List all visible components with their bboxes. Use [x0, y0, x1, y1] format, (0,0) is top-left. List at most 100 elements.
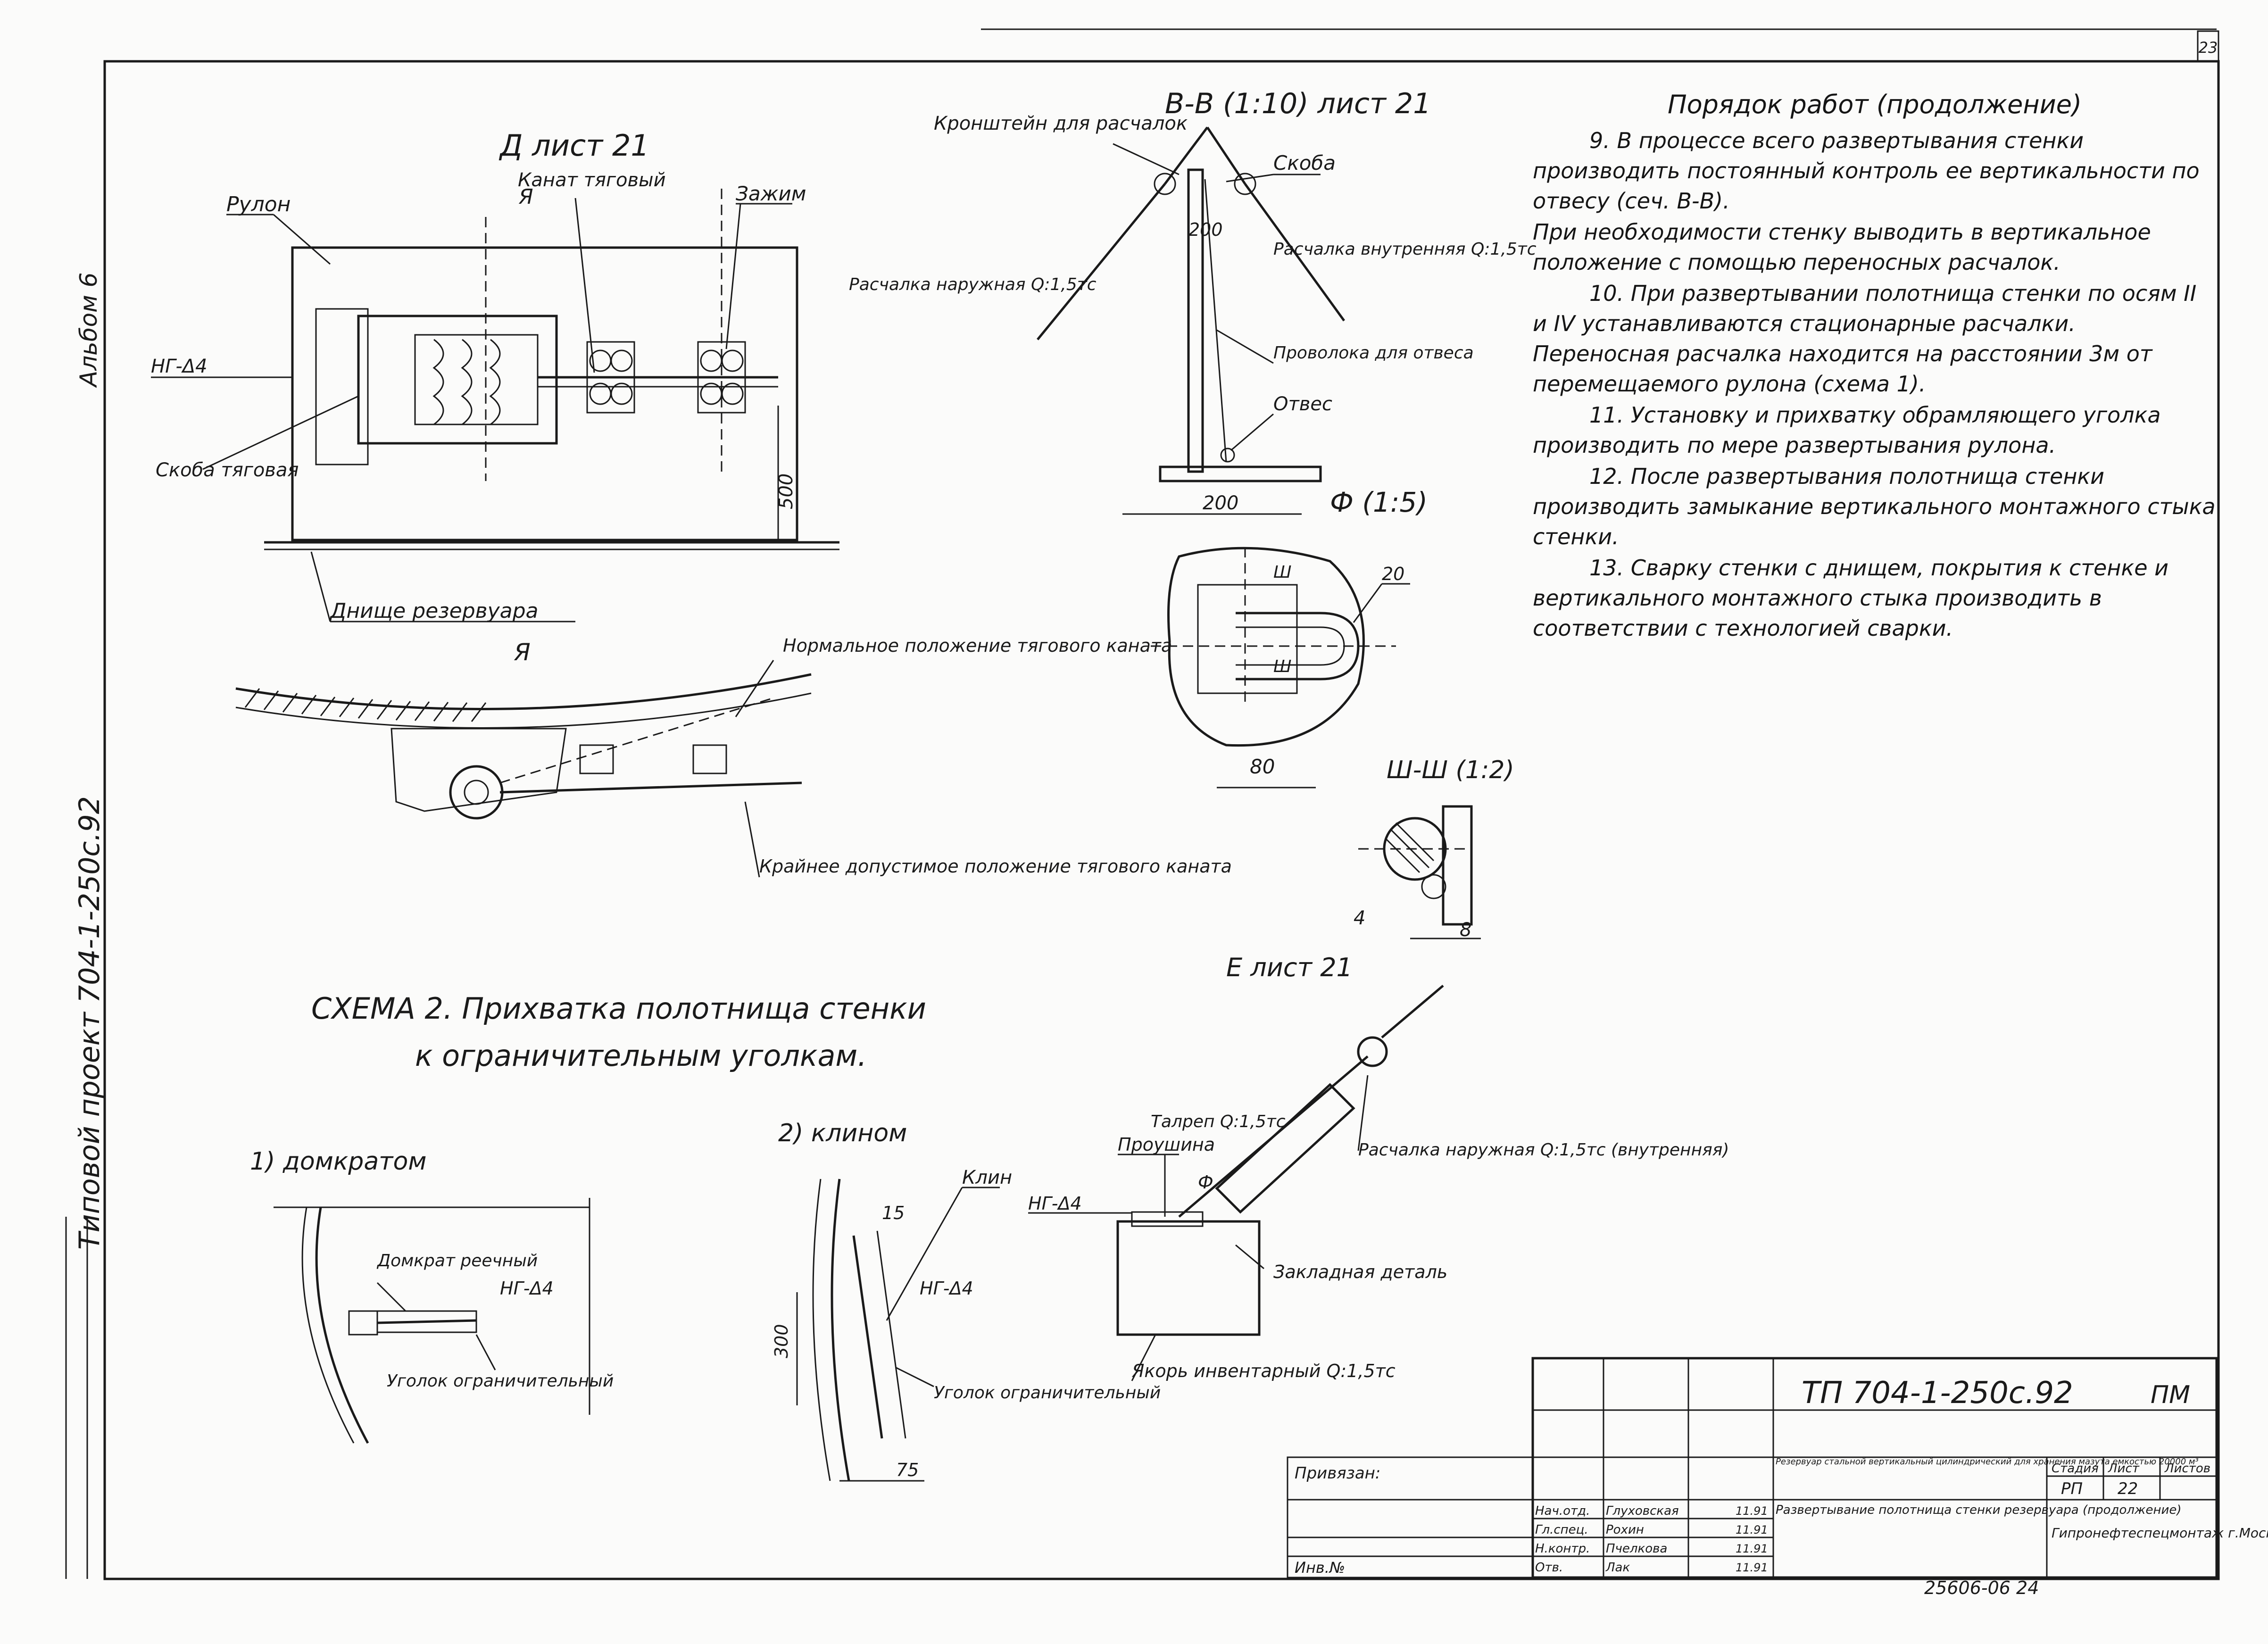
view-d-title: Д лист 21 [498, 128, 649, 163]
mark-ya: Я [518, 185, 533, 209]
scheme2-sub1: 1) домкратом [250, 1147, 427, 1176]
rope-normal [499, 781, 802, 794]
role-1: Нач.отд. [1535, 1504, 1590, 1518]
rope-sheave [449, 765, 504, 820]
label-angle-2: Уголок ограничительный [934, 1383, 1161, 1403]
label-rope: Канат тяговый [518, 169, 666, 191]
album-label: Альбом 6 [75, 273, 102, 388]
label-embed: Закладная деталь [1273, 1262, 1447, 1282]
label-wire: Проволока для отвеса [1273, 343, 1474, 363]
note-12: 12. После развертывания полотнища стенки… [1533, 464, 2216, 549]
label-guy-inner: Расчалка внутренняя Q:1,5тс [1273, 240, 1537, 259]
label-lug: Проушина [1118, 1134, 1215, 1155]
guy-inner [1244, 183, 1346, 322]
dim-500: 500 [775, 473, 797, 509]
clamp-left [586, 341, 635, 414]
mark-sh-mid: Ш [1273, 657, 1292, 676]
date-3: 11.91 [1736, 1542, 1768, 1555]
view-e: Е лист 21 Талреп Q:1,5тс Проушина Ф НГ-Δ… [1028, 953, 1729, 1381]
stamp-sheet-h: Лист [2108, 1461, 2140, 1476]
weld-mark-s2: НГ-Δ4 [920, 1278, 973, 1299]
dim-80: 80 [1250, 755, 1275, 778]
view-d: Д лист 21 500 Рулон Канат тяговый Зажим … [151, 128, 839, 623]
label-angle-1: Уголок ограничительный [387, 1371, 614, 1391]
page-number-box [2197, 30, 2219, 62]
stamp-mark: ПМ [2151, 1381, 2190, 1409]
work-procedure-notes: Порядок работ (продолжение) 9. В процесс… [1533, 90, 2217, 644]
label-jack: Домкрат реечный [376, 1251, 538, 1270]
embedded-part [1116, 1220, 1261, 1336]
stamp-desc: Резервуар стальной вертикальный цилиндри… [1776, 1457, 2199, 1467]
label-bb-bracket: Кронштейн для расчалок [934, 113, 1188, 134]
traction-bracket [357, 315, 558, 445]
label-guy-e: Расчалка наружная Q:1,5тс (внутренняя) [1358, 1140, 1729, 1160]
mark-f: Ф [1198, 1172, 1213, 1193]
dim-300: 300 [771, 1324, 792, 1358]
jack-rod [377, 1319, 477, 1324]
bracket-body [390, 728, 567, 812]
dim-4: 4 [1354, 907, 1365, 929]
roll-arc-outer [235, 673, 812, 710]
weld-mark-e: НГ-Δ4 [1028, 1193, 1082, 1214]
label-clip: Скоба [1273, 151, 1336, 174]
note-13: 13. Сварку стенки с днищем, покрытия к с… [1533, 555, 2169, 641]
plumb-wire [1204, 179, 1227, 463]
name-4: Лак [1605, 1561, 1630, 1575]
detail-f-title: Ф (1:5) [1330, 486, 1428, 518]
wedge [852, 1235, 883, 1439]
jack-body [376, 1310, 477, 1333]
detail-f-outline [1167, 547, 1365, 747]
view-e-title: Е лист 21 [1226, 953, 1353, 982]
note-9: 9. В процессе всего развертывания стенки… [1533, 128, 2200, 214]
note-9-cont: При необходимости стенку выводить в верт… [1533, 219, 2151, 275]
wall-arc-2 [831, 1179, 850, 1481]
mark-sh-top: Ш [1273, 563, 1292, 582]
stamp-inv: Инв.№ [1295, 1559, 1345, 1577]
scheme2-sub2: 2) клином [778, 1119, 907, 1147]
label-anchor: Якорь инвентарный Q:1,5тс [1131, 1361, 1396, 1381]
date-4: 11.91 [1736, 1561, 1768, 1574]
dim-75: 75 [896, 1460, 919, 1480]
name-3: Пчелкова [1606, 1542, 1667, 1556]
view-ya: Я Нормальное положение тягового каната К… [235, 635, 1232, 878]
date-2: 11.91 [1736, 1523, 1768, 1536]
guy-line [1381, 985, 1444, 1038]
role-3: Н.контр. [1535, 1542, 1590, 1556]
label-bracket: Скоба тяговая [156, 459, 299, 481]
name-2: Рохин [1606, 1523, 1644, 1537]
stamp-org: Гипронефтеспецмонтаж г.Москва [2052, 1525, 2268, 1541]
notes-heading: Порядок работ (продолжение) [1667, 90, 2082, 119]
page-number: 23 [2199, 39, 2218, 57]
label-tackle: Талреп Q:1,5тс [1151, 1112, 1286, 1131]
label-normal-position: Нормальное положение тягового каната [783, 635, 1172, 656]
date-1: 11.91 [1736, 1504, 1768, 1518]
drawing-frame [103, 60, 2220, 1580]
plate-section [1442, 805, 1473, 926]
dim-15: 15 [882, 1203, 905, 1223]
plumb-bob [1220, 448, 1235, 463]
note-10: 10. При развертывании полотнища стенки п… [1533, 281, 2197, 397]
label-plumb: Отвес [1273, 393, 1332, 415]
wall-plate [1187, 168, 1204, 473]
label-tank-bottom: Днище резервуара [329, 599, 538, 623]
section-shsh: Ш-Ш (1:2) 4 8 [1354, 756, 1514, 941]
role-4: Отв. [1535, 1561, 1563, 1575]
rope-extreme [499, 697, 774, 784]
stamp-stage-h: Стадия [2052, 1461, 2099, 1476]
role-2: Гл.спец. [1535, 1523, 1588, 1537]
note-11: 11. Установку и прихватку обрамляющего у… [1533, 402, 2161, 458]
stamp-sheet: 22 [2118, 1479, 2138, 1498]
dim-200-bottom: 200 [1203, 492, 1238, 514]
section-bb-title: В-В (1:10) лист 21 [1165, 87, 1431, 120]
wall-arc-1 [315, 1207, 369, 1444]
scheme-2: СХЕМА 2. Прихватка полотнища стенки к ог… [250, 991, 1161, 1482]
section-bb: В-В (1:10) лист 21 200 Кронштейн для рас… [849, 87, 1537, 515]
stamp-sheets-h: Листов [2164, 1461, 2210, 1476]
bottom-plate [1159, 465, 1322, 482]
label-guy-outer: Расчалка наружная Q:1,5тс [849, 275, 1097, 294]
label-extreme-position: Крайнее допустимое положение тягового ка… [759, 856, 1232, 877]
stamp-approved: Привязан: [1295, 1464, 1380, 1483]
roll-outline [291, 246, 798, 541]
stamp-sheet-title: Развертывание полотнища стенки резервуар… [1776, 1503, 2182, 1517]
